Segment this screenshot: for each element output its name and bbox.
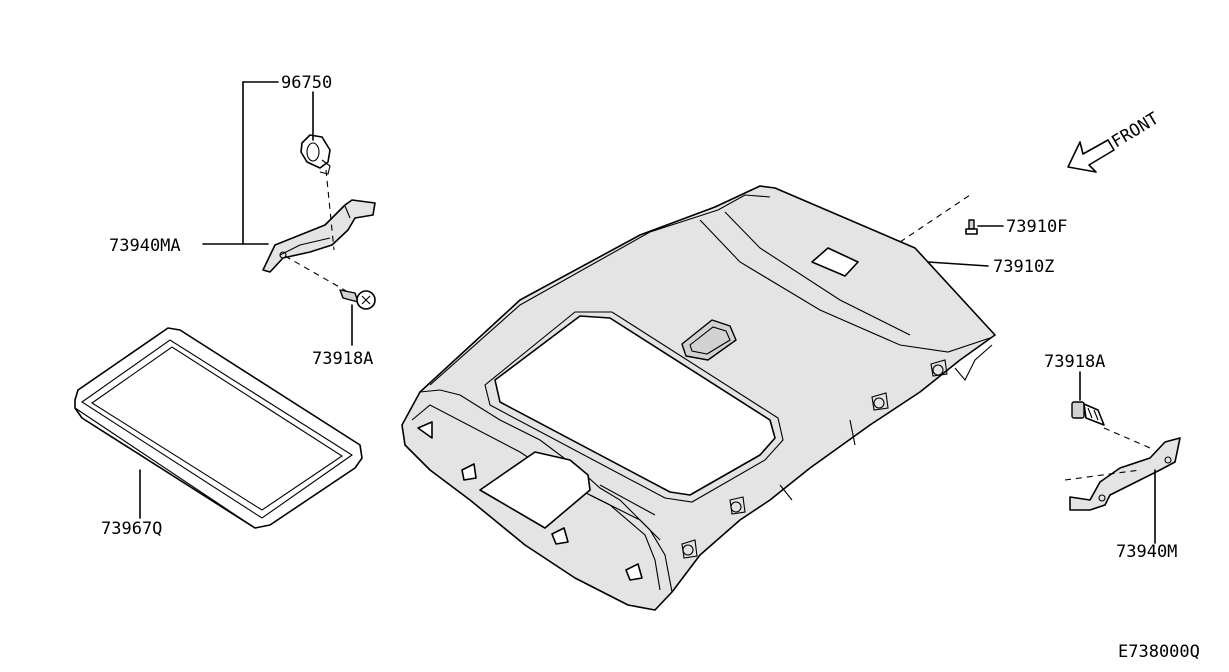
label-73910f: 73910F [1006,217,1067,237]
diagram-code: E738000Q [1118,642,1200,662]
label-73940ma: 73940MA [109,236,181,256]
label-73910z: 73910Z [993,257,1054,277]
label-96750: 96750 [281,73,332,93]
leader-lines [139,81,1156,544]
front-arrow-icon [1067,139,1115,173]
headlining-panel[interactable] [401,185,996,611]
screw-left[interactable] [339,289,376,310]
label-73967q: 73967Q [101,519,162,539]
clip-96750[interactable] [300,134,331,175]
fastener-73910f[interactable] [965,219,978,235]
sunroof-trim-frame[interactable] [74,327,363,529]
bracket-left[interactable] [262,199,376,273]
bracket-right[interactable] [1069,437,1181,511]
label-73918a-left: 73918A [312,349,373,369]
label-73918a-right: 73918A [1044,352,1105,372]
screw-right[interactable] [1071,401,1105,426]
label-front: FRONT [1108,109,1162,153]
label-73940m: 73940M [1116,542,1177,562]
